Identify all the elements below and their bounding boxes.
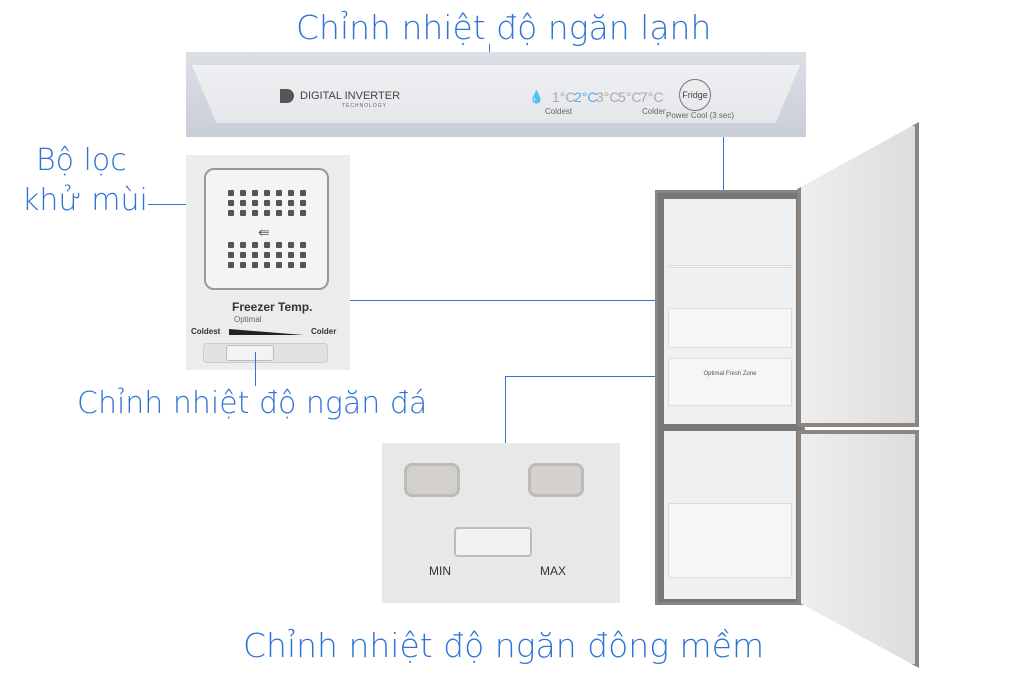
optimal-fresh-zone: Optimal Fresh Zone <box>668 358 792 406</box>
freezer-temp-title: Freezer Temp. <box>232 300 313 314</box>
optimal-label: Optimal <box>234 315 262 324</box>
fridge-door[interactable] <box>797 122 919 427</box>
callout-line <box>723 137 724 217</box>
deodorizer-icon: ⇚ <box>258 224 270 240</box>
soft-freeze-control-label: Chỉnh nhiệt độ ngăn đông mềm <box>243 626 765 665</box>
deodorizer-filter: ⇚ <box>204 168 329 290</box>
freezer-drawer <box>668 503 792 578</box>
coldest-label: Coldest <box>191 327 221 336</box>
fridge-button[interactable]: Fridge <box>679 79 711 111</box>
coldest-label: Coldest <box>545 107 573 116</box>
min-label: MIN <box>429 564 451 578</box>
colder-label: Colder <box>642 107 666 116</box>
callout-line <box>505 376 682 377</box>
water-drop-icon: 💧 <box>529 90 544 104</box>
slider-handle[interactable] <box>226 345 274 361</box>
vent-window <box>404 463 460 497</box>
callout-line <box>350 300 736 301</box>
temp-7[interactable]: 7°C <box>640 89 664 105</box>
freezer-door[interactable] <box>797 430 919 668</box>
colder-label: Colder <box>311 327 337 336</box>
fridge-control-panel: DIGITAL INVERTER TECHNOLOGY 💧 1°C 2°C 3°… <box>186 52 806 137</box>
callout-line <box>505 376 506 443</box>
callout-line <box>255 352 256 386</box>
brand-name: DIGITAL INVERTER <box>300 90 401 102</box>
freezer-temp-slider[interactable] <box>203 343 328 363</box>
power-cool-caption: Power Cool (3 sec) <box>666 111 735 120</box>
vent-window <box>528 463 584 497</box>
zone-label: Optimal Fresh Zone <box>703 371 757 377</box>
brand-sub: TECHNOLOGY <box>342 103 388 109</box>
deodorizer-label-1: Bộ lọc <box>36 143 127 178</box>
temp-5[interactable]: 5°C <box>618 89 642 105</box>
temp-3[interactable]: 3°C <box>596 89 620 105</box>
max-label: MAX <box>540 564 567 578</box>
brand-logo <box>280 89 294 103</box>
refrigerator-body: Optimal Fresh Zone <box>655 190 805 605</box>
gradient-wedge <box>229 329 304 335</box>
soft-freeze-control-panel: MIN MAX <box>382 443 620 603</box>
fridge-control-label: Chỉnh nhiệt độ ngăn lạnh <box>296 8 712 47</box>
freezer-control-panel: ⇚ Freezer Temp. Optimal Coldest Colder <box>186 155 350 370</box>
deodorizer-label-2: khử mùi <box>22 183 148 218</box>
shelf <box>668 308 792 348</box>
soft-freeze-slider[interactable] <box>454 527 532 557</box>
temp-2-selected[interactable]: 2°C <box>574 89 598 105</box>
temp-1[interactable]: 1°C <box>552 89 576 105</box>
freezer-control-label: Chỉnh nhiệt độ ngăn đá <box>77 386 428 421</box>
